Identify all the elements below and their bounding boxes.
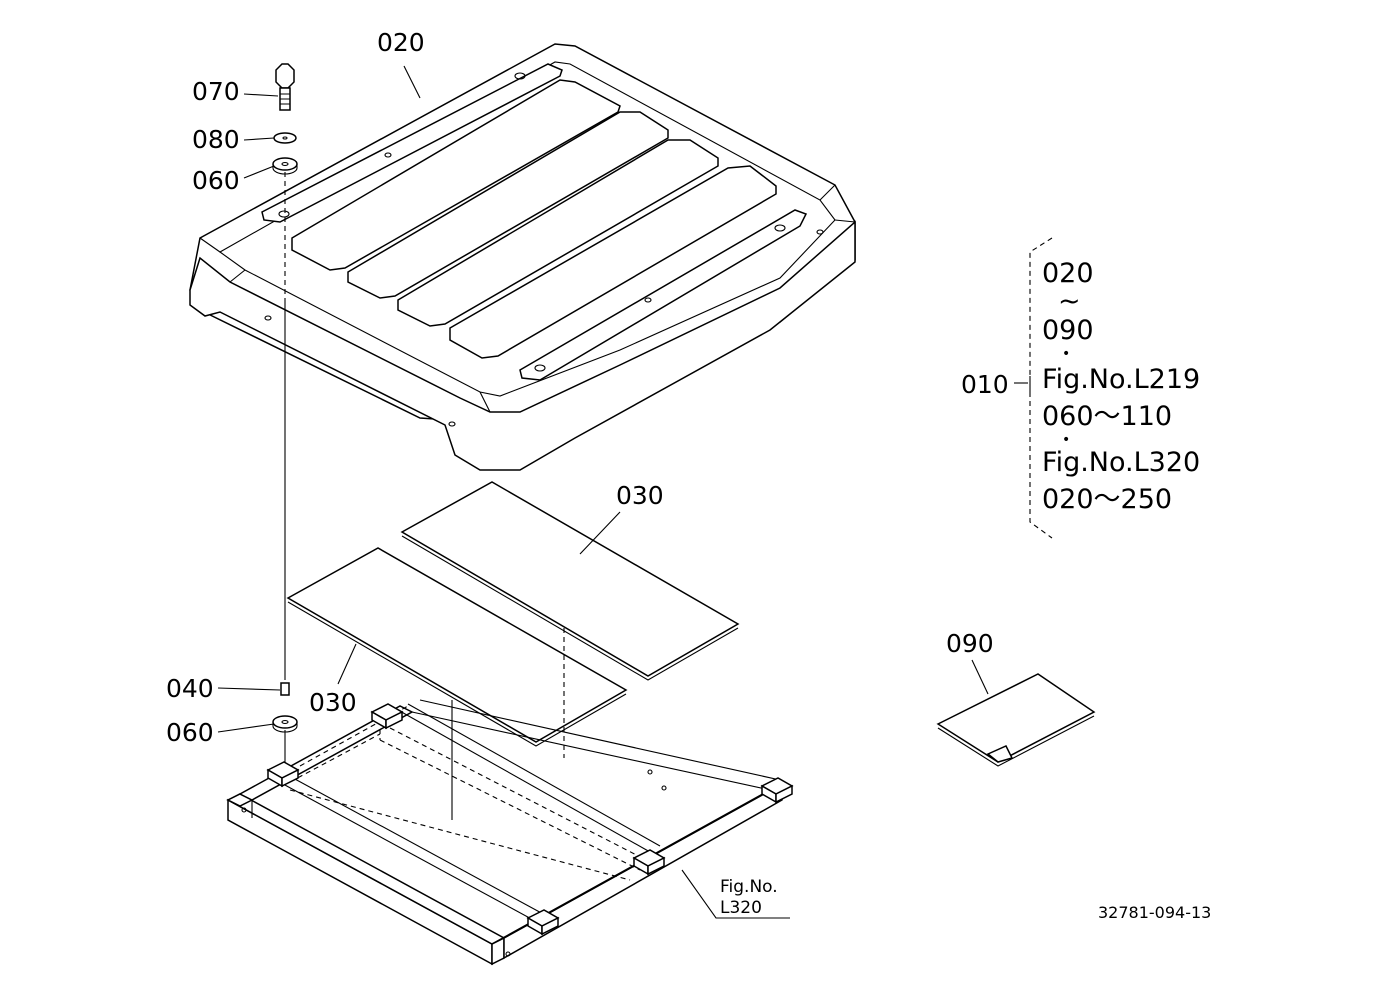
callout-010: 010 [961, 370, 1009, 399]
list-item: 020～250 [1042, 484, 1172, 515]
callout-090: 090 [946, 629, 994, 658]
decal-090 [936, 673, 1096, 767]
list-item: • [1062, 432, 1070, 448]
bolt [275, 63, 295, 111]
assembly-list: 020 ~ 090 • Fig.No.L219 060～110 • Fig.No… [1042, 258, 1200, 515]
callout-060-bottom: 060 [166, 718, 214, 747]
list-item: ~ [1058, 286, 1081, 317]
callout-060-top: 060 [192, 166, 240, 195]
fig-ref-line2: L320 [720, 898, 762, 918]
list-item: • [1062, 346, 1070, 362]
list-item: Fig.No.L320 [1042, 447, 1200, 478]
list-bracket [1029, 237, 1053, 376]
rubber-060-bottom [272, 715, 298, 733]
fig-ref-line1: Fig.No. [720, 877, 778, 897]
rubber-060-top [272, 157, 298, 175]
callout-030-left: 030 [309, 688, 357, 717]
canopy-roof [189, 43, 856, 471]
callout-070: 070 [192, 77, 240, 106]
drawing-code: 32781-094-13 [1098, 903, 1211, 922]
washer-080 [273, 132, 297, 144]
sheet-030-left [286, 547, 628, 747]
leader-lines [217, 65, 1028, 919]
list-item: 090 [1042, 315, 1094, 346]
callout-080: 080 [192, 125, 240, 154]
callout-030-right: 030 [616, 481, 664, 510]
cab-frame [226, 699, 794, 966]
callout-020: 020 [377, 28, 425, 57]
spacer-040 [280, 682, 290, 696]
list-item: 060～110 [1042, 401, 1172, 432]
list-item: 020 [1042, 258, 1094, 289]
sheet-030-right [400, 481, 740, 681]
callout-040: 040 [166, 674, 214, 703]
list-item: Fig.No.L219 [1042, 364, 1200, 395]
